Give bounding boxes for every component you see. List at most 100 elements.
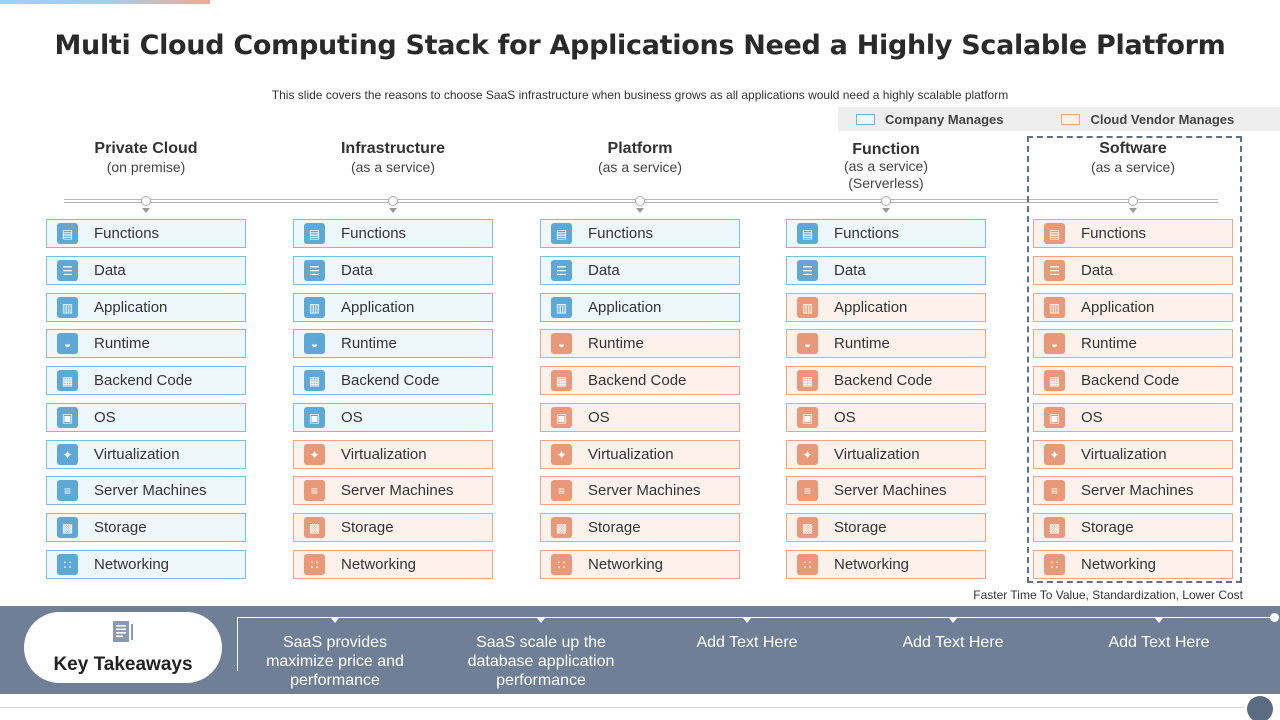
band-tick	[537, 618, 545, 623]
stack-item-label: Backend Code	[94, 372, 193, 389]
stack-item-label: Server Machines	[588, 482, 701, 499]
storage-icon: ▩	[1044, 517, 1065, 538]
stack-item-storage: ▩Storage	[540, 513, 740, 542]
column-title: Software	[1099, 140, 1167, 157]
stack-item-networking: ∷Networking	[1033, 550, 1233, 579]
stack-item-label: Runtime	[588, 335, 644, 352]
column-header-function: Function (as a service) (Serverless)	[786, 141, 986, 192]
stack-item-functions: ▤Functions	[540, 219, 740, 248]
stack-item-label: Data	[834, 262, 866, 279]
timeline-arrow	[142, 208, 150, 213]
stack-item-functions: ▤Functions	[46, 219, 246, 248]
column-subtitle: (as a service)	[350, 159, 436, 175]
stack-item-networking: ∷ Networking	[786, 550, 986, 579]
stack-item-os: ▣OS	[786, 403, 986, 432]
backend-code-icon: ▦	[1044, 370, 1065, 391]
timeline-dot	[881, 196, 891, 206]
virtualization-icon: ✦	[797, 444, 818, 465]
stack-item-virtualization: ✦Virtualization	[293, 440, 493, 469]
stack-item-runtime: ◒Runtime	[46, 329, 246, 358]
stack-item-label: Application	[341, 299, 415, 316]
virtualization-icon: ✦	[1044, 444, 1065, 465]
key-takeaways-label: Key Takeaways	[53, 654, 193, 675]
stack-item-label: OS	[588, 409, 610, 426]
stack-item-data: ☰Data	[1033, 256, 1233, 285]
stack-item-functions: ▤Functions	[1033, 219, 1233, 248]
stack-item-virtualization: ✦Virtualization	[46, 440, 246, 469]
takeaway-item: SaaS scale up the database application p…	[467, 634, 615, 689]
stack-item-label: Networking	[94, 556, 170, 573]
stack-item-functions: ▤Functions	[293, 219, 493, 248]
stack-item-application: ▥Application	[1033, 293, 1233, 322]
stack-item-functions: ▤Functions	[786, 219, 986, 248]
storage-icon: ▩	[797, 517, 818, 538]
stack-item-label: Networking	[341, 556, 417, 573]
stack-item-label: Networking	[834, 556, 910, 573]
timeline-dot	[141, 196, 151, 206]
footer-divider	[0, 707, 1244, 708]
stack-item-networking: ∷Networking	[293, 550, 493, 579]
band-connector-vertical	[237, 617, 238, 671]
virtualization-icon: ✦	[551, 444, 572, 465]
virtualization-icon: ✦	[304, 444, 325, 465]
stack-item-storage: ▩Storage	[786, 513, 986, 542]
functions-icon: ▤	[1044, 223, 1065, 244]
backend-code-icon: ▦	[551, 370, 572, 391]
stack-item-server-machines: ≡Server Machines	[293, 476, 493, 505]
stack-item-label: Server Machines	[1081, 482, 1194, 499]
stack-item-label: Storage	[94, 519, 147, 536]
stack-item-os: ▣ OS	[1033, 403, 1233, 432]
takeaway-item: Add Text Here	[1108, 634, 1210, 651]
stack-item-label: Backend Code	[341, 372, 440, 389]
functions-icon: ▤	[57, 223, 78, 244]
stack-item-backend-code: ▦ Backend Code	[293, 366, 493, 395]
os-icon: ▣	[1044, 407, 1065, 428]
timeline-arrow	[389, 208, 397, 213]
stack-item-label: Backend Code	[834, 372, 933, 389]
networking-icon: ∷	[797, 554, 818, 575]
stack-item-server-machines: ≡Server Machines	[46, 476, 246, 505]
takeaway-item: Add Text Here	[696, 634, 798, 651]
stack-item-os: ▣OS	[46, 403, 246, 432]
stack-item-label: Application	[1081, 299, 1155, 316]
stack-item-label: Backend Code	[1081, 372, 1180, 389]
timeline-dot	[635, 196, 645, 206]
legend-company-label: Company Manages	[885, 111, 1004, 127]
application-icon: ▥	[304, 297, 325, 318]
stack-item-data: ☰Data	[540, 256, 740, 285]
stack-item-label: Runtime	[341, 335, 397, 352]
corner-decoration	[1247, 696, 1273, 720]
legend-vendor-swatch	[1061, 113, 1081, 125]
backend-code-icon: ▦	[304, 370, 325, 391]
software-highlight-box	[1027, 136, 1242, 583]
stack-item-label: OS	[1081, 409, 1103, 426]
os-icon: ▣	[57, 407, 78, 428]
stack-item-label: Virtualization	[834, 446, 920, 463]
functions-icon: ▤	[304, 223, 325, 244]
networking-icon: ∷	[57, 554, 78, 575]
document-icon	[113, 621, 133, 642]
stack-item-label: Storage	[341, 519, 394, 536]
stack-item-application: ▥Application	[540, 293, 740, 322]
timeline-dot	[1128, 196, 1138, 206]
stack-item-label: Data	[94, 262, 126, 279]
server-machines-icon: ≡	[1044, 480, 1065, 501]
column-title: Private Cloud	[94, 140, 198, 157]
storage-icon: ▩	[304, 517, 325, 538]
stack-item-runtime: ◒Runtime	[1033, 329, 1233, 358]
runtime-icon: ◒	[797, 333, 818, 354]
timeline-arrow	[1129, 208, 1137, 213]
stack-item-networking: ∷Networking	[540, 550, 740, 579]
stack-item-application: ▥ Application	[293, 293, 493, 322]
stack-item-backend-code: ▦Backend Code	[46, 366, 246, 395]
column-header-platform: Platform (as a service)	[540, 140, 740, 176]
top-accent-bar	[0, 0, 210, 4]
stack-item-label: Virtualization	[588, 446, 674, 463]
column-subtitle: (as a service)	[1090, 159, 1176, 175]
stack-item-runtime: ◒Runtime	[293, 329, 493, 358]
stack-item-label: Virtualization	[1081, 446, 1167, 463]
stack-item-runtime: ◒Runtime	[540, 329, 740, 358]
legend-company-swatch	[856, 113, 875, 125]
data-icon: ☰	[57, 260, 78, 281]
data-icon: ☰	[1044, 260, 1065, 281]
